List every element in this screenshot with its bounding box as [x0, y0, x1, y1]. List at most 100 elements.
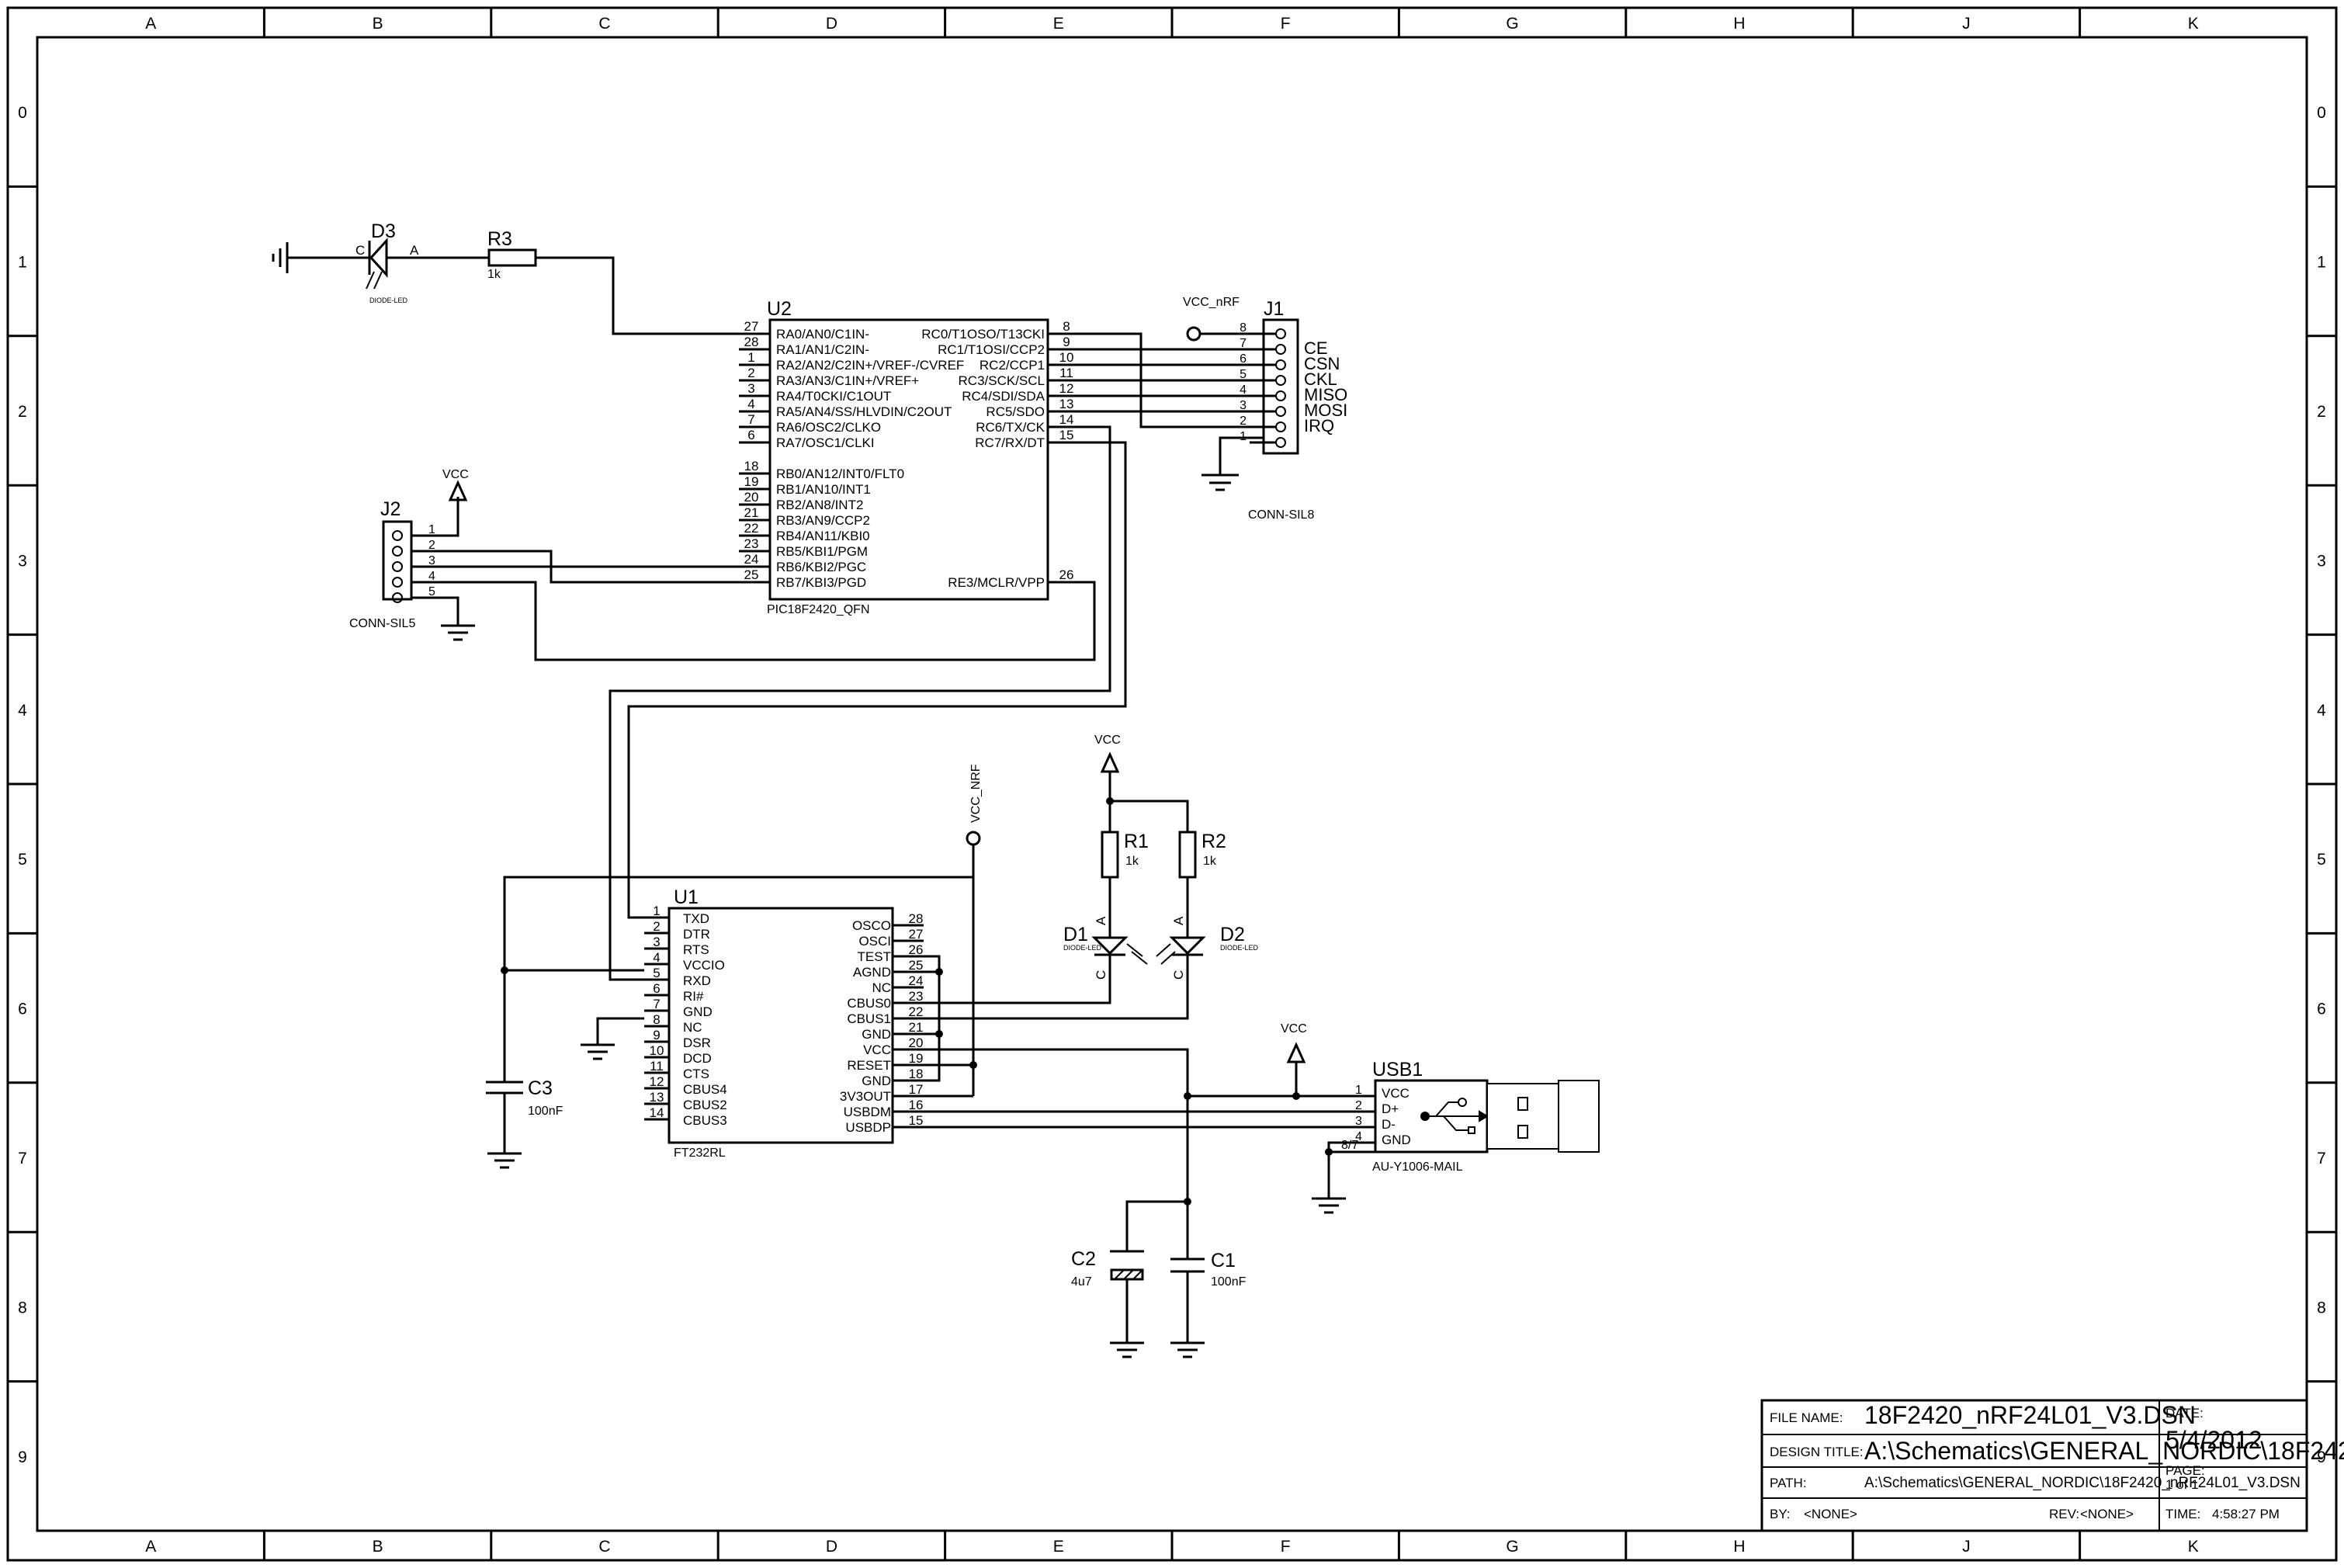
row-label-right: 4 [2317, 702, 2326, 720]
row-label-left: 2 [18, 403, 27, 421]
u2-pin-number: 20 [744, 490, 759, 505]
u2-pin-name: RB6/KBI2/PGC [776, 560, 866, 574]
ground-symbol-j2 [441, 624, 475, 641]
u1-pin-name: GND [683, 1004, 713, 1019]
d1-anode-label: A [1094, 916, 1108, 925]
u2-pin-number: 7 [747, 412, 754, 427]
junction-dot [1325, 1148, 1333, 1156]
j1-signal-label: CSN [1304, 354, 1340, 373]
j2-pin-socket [392, 592, 403, 603]
u1-pin-name: CBUS3 [683, 1113, 727, 1128]
c3-value: 100nF [528, 1105, 563, 1118]
tb-path-label: PATH: [1770, 1476, 1807, 1490]
u1-right-pins: 28OSCO27OSCI26TEST25AGND24NC23CBUS022CBU… [840, 911, 924, 1135]
column-label-bottom: K [2188, 1538, 2199, 1556]
column-label-bottom: D [826, 1538, 837, 1556]
u1-pin-number: 27 [909, 927, 924, 942]
u1-ref: U1 [674, 886, 699, 908]
u2-pin-name: RE3/MCLR/VPP [948, 575, 1045, 590]
column-label-top: K [2188, 15, 2199, 33]
led-indicator-d3-group: D3 C A DIODE-LED R3 1k [272, 220, 754, 335]
u1-pin-name: DCD [683, 1051, 712, 1066]
u1-pin-number: 7 [653, 997, 660, 1011]
d3-cathode-label: C [355, 243, 365, 258]
vcc-usb-label: VCC [1281, 1022, 1307, 1036]
u2-pin-name: RA6/OSC2/CLKO [776, 420, 881, 435]
column-label-bottom: A [145, 1538, 156, 1556]
u2-pin-number: 8 [1063, 319, 1070, 334]
vcc-nrf-label: VCC_NRF [969, 764, 983, 823]
u1-pin-number: 1 [653, 904, 660, 918]
usb1-pin-number: 4 [1355, 1130, 1362, 1143]
u2-pin-name: RB2/AN8/INT2 [776, 498, 863, 512]
j1-pin-number: 4 [1240, 383, 1247, 397]
usb1-pin-number: 2 [1355, 1099, 1362, 1112]
d2-type: DIODE-LED [1220, 944, 1259, 952]
u1-pin-number: 11 [650, 1059, 664, 1074]
row-label-left: 8 [18, 1299, 27, 1316]
u2-pin-number: 22 [744, 521, 759, 536]
j2-part: CONN-SIL5 [349, 617, 415, 630]
j2-pin-socket [392, 561, 403, 572]
u1-ft232rl: U1 FT232RL 1TXD2DTR3RTS4VCCIO5RXD6RI#7GN… [644, 886, 924, 1160]
column-label-top: H [1733, 15, 1745, 33]
c3-capacitor-group: C3 100nF [486, 876, 973, 1169]
usb1-pin-name: VCC [1382, 1086, 1410, 1101]
u2-pin-name: RC7/RX/DT [975, 435, 1045, 450]
inner-border [36, 36, 2308, 1532]
u2-pin-number: 28 [744, 335, 759, 349]
j1-signal-label: MOSI [1304, 401, 1347, 420]
j1-signal-label: IRQ [1304, 416, 1334, 435]
u1-pin-number: 22 [909, 1004, 924, 1019]
u1-pin-name: RESET [847, 1058, 891, 1073]
u2-pin-number: 19 [744, 474, 759, 489]
tb-page-label: PAGE: [2165, 1463, 2205, 1478]
tb-by: <NONE> [1804, 1507, 1857, 1521]
u2-pin-name: RB4/AN11/KBI0 [776, 529, 870, 543]
column-label-bottom: H [1733, 1538, 1745, 1556]
u2-pin-name: RB3/AN9/CCP2 [776, 513, 870, 528]
column-label-top: A [145, 15, 156, 33]
tb-date-label: DATE: [2165, 1406, 2204, 1421]
row-label-right: 3 [2317, 552, 2326, 570]
u2-pin-number: 9 [1063, 335, 1070, 349]
junction-dot [969, 1061, 977, 1069]
u1-pin-number: 12 [650, 1074, 664, 1089]
row-label-right: 5 [2317, 851, 2326, 869]
d1-ref: D1 [1063, 924, 1088, 945]
r2-value: 1k [1203, 855, 1217, 868]
usb-plug-icon [1486, 1080, 1600, 1153]
row-label-right: 7 [2317, 1150, 2326, 1167]
u2-pin-name: RA7/OSC1/CLKI [776, 435, 875, 450]
row-label-right: 1 [2317, 254, 2326, 272]
junction-dot [1184, 1198, 1191, 1205]
column-label-bottom: C [598, 1538, 610, 1556]
u2-pin-number: 24 [744, 552, 759, 567]
tb-by-label: BY: [1770, 1507, 1790, 1521]
c2-ref: C2 [1071, 1248, 1096, 1270]
u2-pin-number: 6 [747, 428, 754, 442]
usb1-pin-name: D- [1382, 1117, 1396, 1132]
u1-pin-number: 16 [909, 1098, 924, 1112]
u1-right-wiring [908, 877, 1375, 1129]
usb1-pin-name: D+ [1382, 1101, 1399, 1116]
tb-design-title-label: DESIGN TITLE: [1770, 1445, 1864, 1459]
d1-led: D1 A C DIODE-LED [1063, 916, 1148, 980]
u1-pin-number: 19 [909, 1051, 924, 1066]
u1-pin-name: DSR [683, 1036, 711, 1050]
u1-pin-number: 5 [653, 966, 660, 980]
r1-ref: R1 [1124, 831, 1149, 852]
j2-pin-number: 4 [428, 570, 435, 583]
u2-pin-number: 11 [1059, 366, 1073, 380]
u1-pin-name: USBDP [845, 1120, 891, 1135]
tb-page: 1 of 1 [2165, 1477, 2199, 1492]
junction-dot [1106, 797, 1114, 805]
column-label-top: G [1506, 15, 1518, 33]
u2-pin-number: 14 [1059, 412, 1074, 427]
u1-pin-name: NC [872, 980, 891, 995]
j2-ref: J2 [380, 498, 400, 520]
u1-pin-name: NC [683, 1020, 702, 1035]
